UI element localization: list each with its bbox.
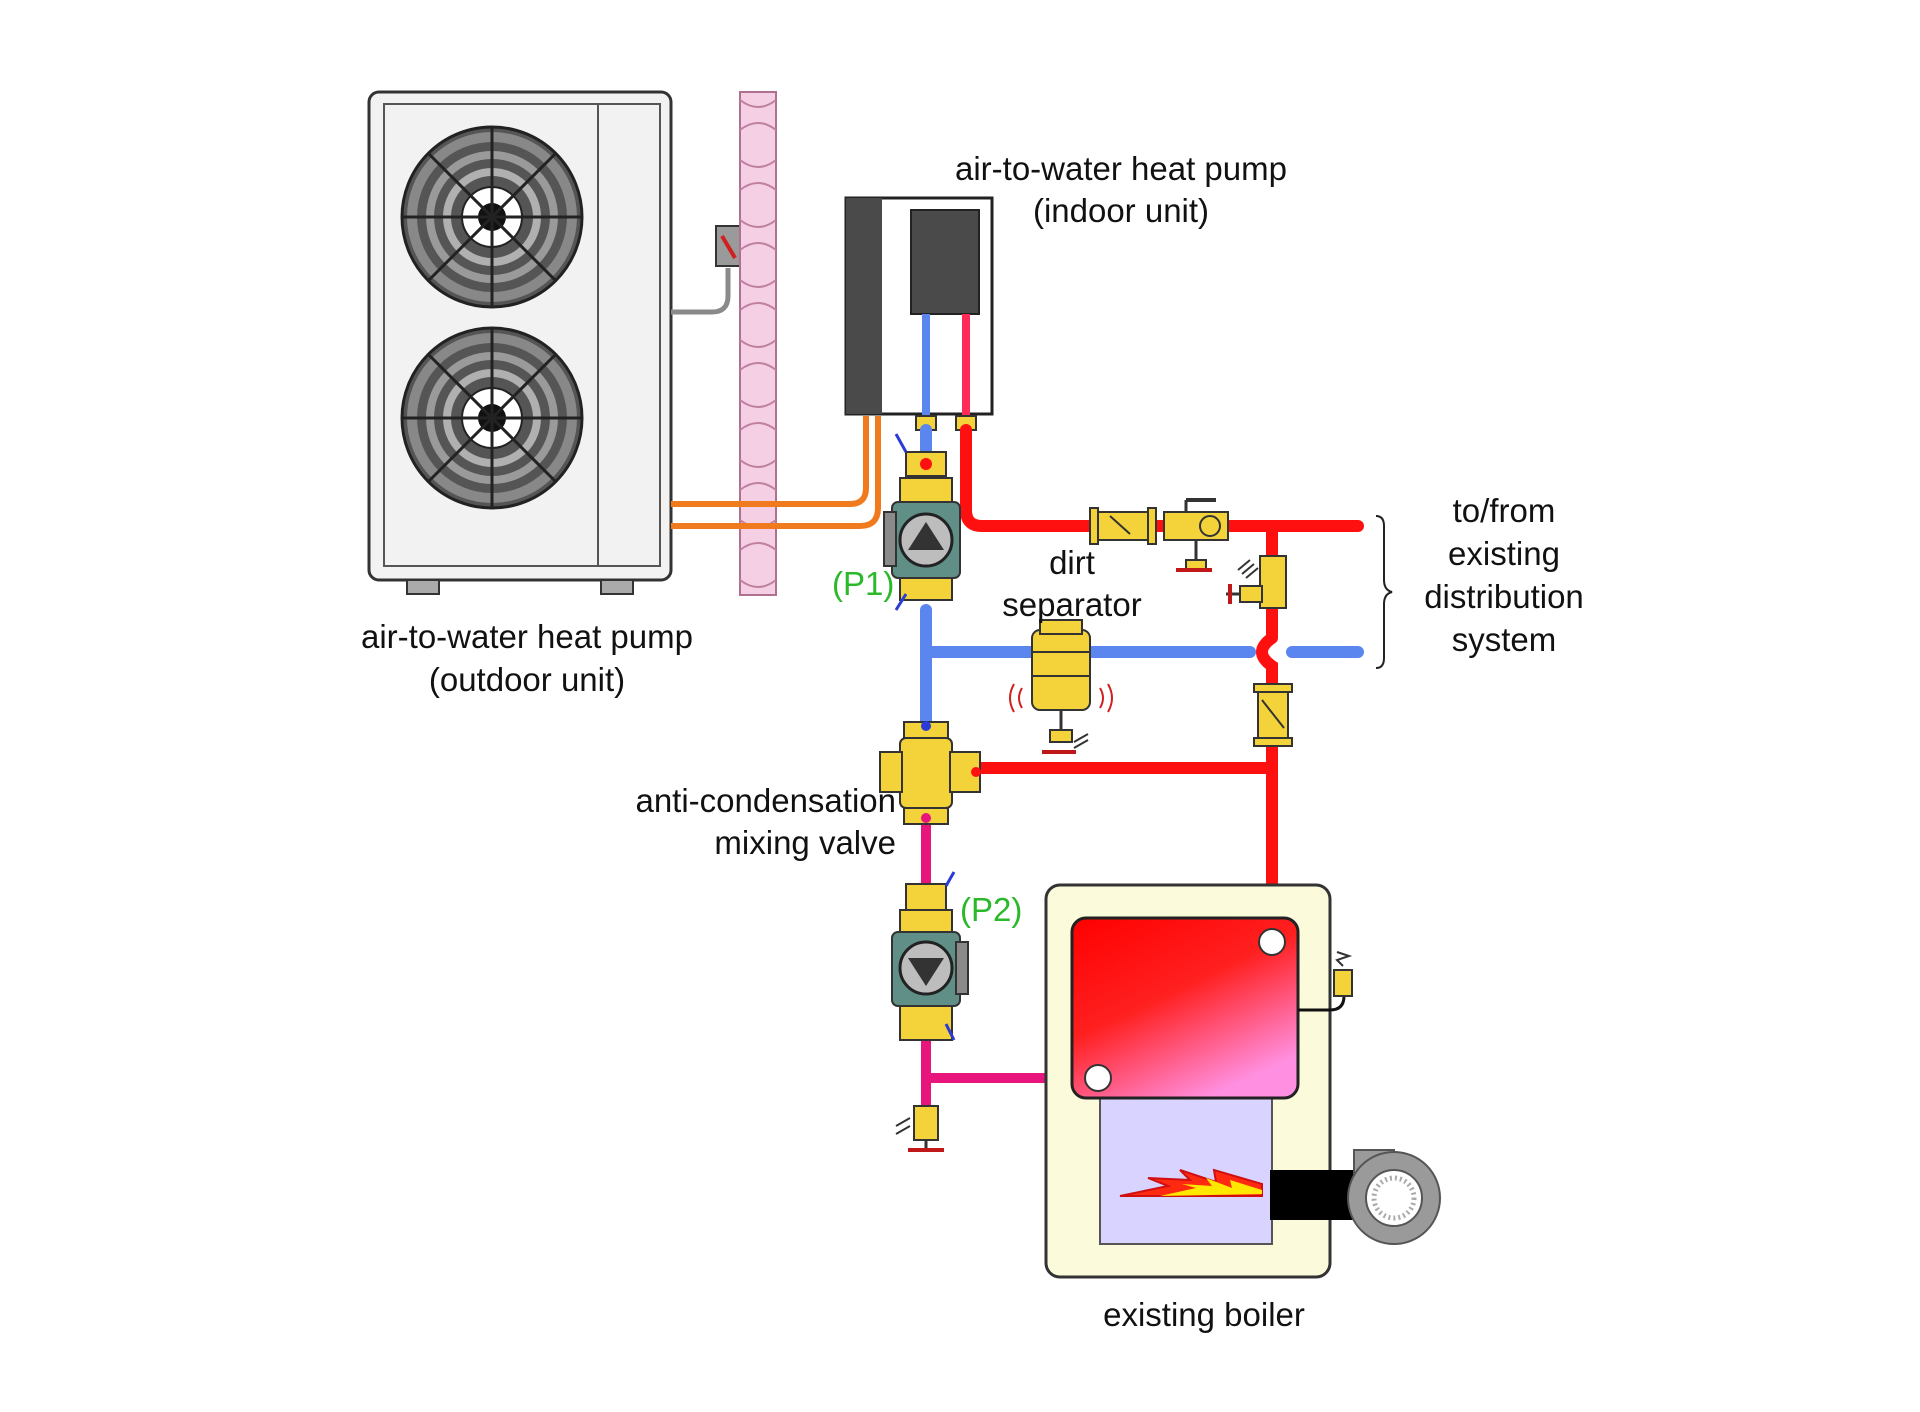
boiler-label: existing boiler: [1103, 1296, 1305, 1333]
indoor-unit-sublabel: (indoor unit): [1033, 192, 1209, 229]
distribution-label-2: existing: [1448, 535, 1560, 572]
circulator-pump-icon: [891, 871, 969, 1041]
dirt-separator: [1009, 619, 1113, 754]
outdoor-unit: [367, 90, 673, 595]
relief-valve: [1226, 555, 1287, 609]
mixing-valve-sublabel: mixing valve: [714, 824, 896, 861]
check-valve: [1089, 507, 1157, 545]
boiler: [1044, 883, 1353, 1279]
blower-icon: [1270, 1149, 1441, 1245]
fan-icon: [400, 326, 584, 510]
flame-icon: [1119, 1168, 1263, 1197]
outdoor-unit-sublabel: (outdoor unit): [429, 661, 625, 698]
isolation-valve: [894, 433, 947, 477]
dirt-separator-label: dirt: [1049, 544, 1095, 581]
supply-piping: [960, 424, 1364, 946]
distribution-label-4: system: [1452, 621, 1557, 658]
pump-p1-label: (P1): [832, 565, 894, 602]
pump-p2-label: (P2): [960, 891, 1022, 928]
distribution-label-3: distribution: [1424, 578, 1584, 615]
distribution-brace: [1375, 515, 1393, 669]
return-piping: [920, 424, 1364, 736]
pipe-crossover: [1256, 633, 1278, 680]
wall-insulation: [739, 91, 777, 596]
fan-icon: [400, 125, 584, 309]
relief-valve: [1333, 951, 1353, 997]
mixing-valve-label: anti-condensation: [635, 782, 896, 819]
indoor-unit-label: air-to-water heat pump: [955, 150, 1287, 187]
indoor-unit: [844, 196, 994, 431]
circulator-pump-icon: [883, 477, 961, 611]
flow-check-valve: [1253, 683, 1293, 747]
refrigerant-lines: [671, 416, 881, 529]
outdoor-unit-label: air-to-water heat pump: [361, 618, 693, 655]
distribution-label-1: to/from: [1453, 492, 1556, 529]
ball-valve: [1163, 498, 1229, 572]
drain-valve: [895, 1105, 944, 1152]
disconnect-switch: [671, 225, 743, 315]
dirt-separator-sublabel: separator: [1002, 586, 1141, 623]
mixing-valve: [879, 721, 981, 825]
